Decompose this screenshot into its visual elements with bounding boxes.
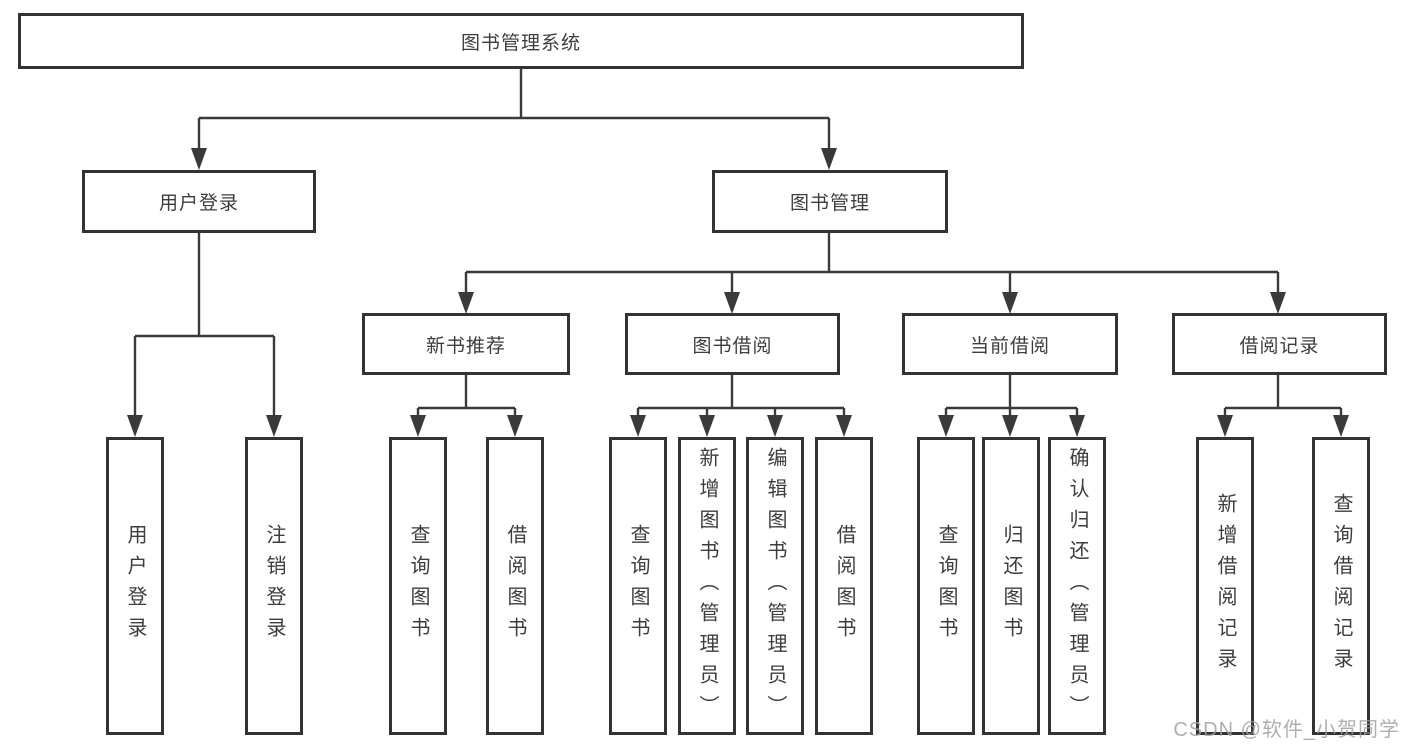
leaf-query-books-rec: 查询图书 [389, 437, 447, 735]
leaf-logout: 注销登录 [245, 437, 303, 735]
leaf-label: 归还图书 [1000, 524, 1022, 648]
connector-book-mgmt-to-level2 [464, 233, 1280, 296]
connector-new-book-rec-to-leaves [416, 375, 517, 419]
node-book-borrow: 图书借阅 [625, 313, 840, 375]
node-book-mgmt: 图书管理 [712, 170, 948, 233]
leaf-confirm-return-admin: 确认归还（管理员） [1048, 437, 1106, 735]
arrowhead [1069, 415, 1085, 437]
arrowhead [1217, 415, 1233, 437]
leaf-query-books-current: 查询图书 [917, 437, 975, 735]
arrowhead [699, 415, 715, 437]
connector-user-login-to-leaves [133, 233, 276, 419]
arrowhead [266, 415, 282, 437]
csdn-watermark: CSDN @软件_小贺同学 [1173, 719, 1400, 741]
node-borrow-record: 借阅记录 [1172, 313, 1387, 375]
node-new-book-rec: 新书推荐 [362, 313, 570, 375]
leaf-label: 查询图书 [407, 524, 429, 648]
arrowhead [1270, 292, 1286, 314]
arrowhead [1002, 292, 1018, 314]
arrowhead [1002, 415, 1018, 437]
leaf-user-login: 用户登录 [106, 437, 164, 735]
arrowhead [191, 148, 207, 170]
leaf-label: 借阅图书 [504, 524, 526, 648]
arrowhead [458, 292, 474, 314]
leaf-return-books: 归还图书 [982, 437, 1040, 735]
leaf-label: 查询借阅记录 [1330, 493, 1352, 679]
node-root: 图书管理系统 [18, 13, 1024, 69]
leaf-edit-books-admin: 编辑图书（管理员） [746, 437, 804, 735]
leaf-label: 注销登录 [263, 524, 285, 648]
node-current-borrow: 当前借阅 [902, 313, 1118, 375]
connector-book-borrow-to-leaves [636, 375, 846, 419]
arrowhead [507, 415, 523, 437]
leaf-add-borrow-record: 新增借阅记录 [1196, 437, 1254, 735]
leaf-borrow-books: 借阅图书 [815, 437, 873, 735]
leaf-query-books-borrow: 查询图书 [609, 437, 667, 735]
arrowhead [767, 415, 783, 437]
arrowhead [630, 415, 646, 437]
leaf-label: 新增借阅记录 [1214, 493, 1236, 679]
leaf-add-books-admin: 新增图书（管理员） [678, 437, 736, 735]
leaf-query-borrow-record: 查询借阅记录 [1312, 437, 1370, 735]
arrowhead [410, 415, 426, 437]
leaf-label: 新增图书（管理员） [696, 446, 718, 726]
arrowhead [821, 148, 837, 170]
arrowhead [127, 415, 143, 437]
leaf-label: 用户登录 [124, 524, 146, 648]
leaf-label: 查询图书 [627, 524, 649, 648]
leaf-borrow-books-rec: 借阅图书 [486, 437, 544, 735]
leaf-label: 确认归还（管理员） [1066, 446, 1088, 726]
leaf-label: 编辑图书（管理员） [764, 446, 786, 726]
arrowhead [1333, 415, 1349, 437]
leaf-label: 查询图书 [935, 524, 957, 648]
leaf-label: 借阅图书 [833, 524, 855, 648]
node-user-login: 用户登录 [82, 170, 316, 233]
arrowhead [724, 292, 740, 314]
connector-current-borrow-to-leaves [944, 375, 1079, 419]
connector-root-to-level1 [197, 68, 831, 152]
arrowhead [938, 415, 954, 437]
arrowhead [836, 415, 852, 437]
connector-borrow-record-to-leaves [1223, 375, 1343, 419]
